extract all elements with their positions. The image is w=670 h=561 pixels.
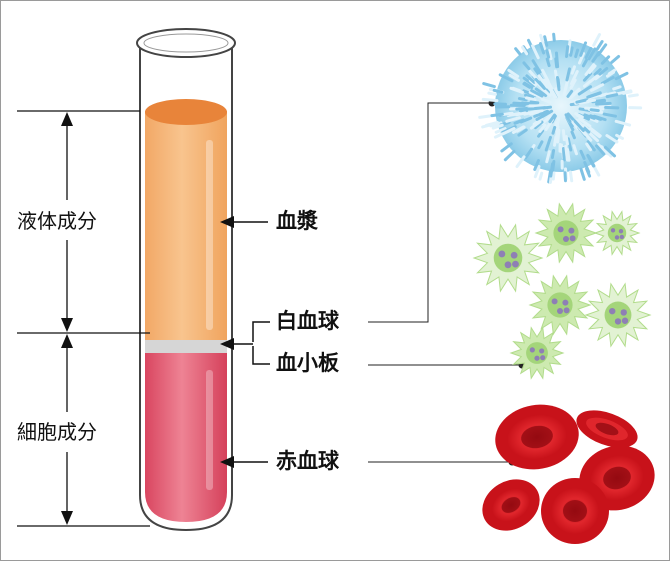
red-blood-cell-icon [482,404,655,544]
rbc-label: 赤血球 [276,449,339,473]
liquid-component-label: 液体成分 [17,209,97,233]
white-blood-cell-icon [478,32,643,184]
tube-rim [136,28,236,58]
buffy-coat-layer [145,340,227,354]
platelet-label: 血小板 [276,351,339,375]
red-cell-layer [145,353,227,522]
plasma-label: 血漿 [276,209,318,233]
volume-brackets [17,110,150,527]
test-tube [136,28,236,532]
tube-glass [139,44,233,532]
plasma-surface [145,99,227,125]
platelet-cluster-icon [472,202,652,380]
plasma-layer [145,111,227,341]
cellular-component-label: 細胞成分 [17,420,97,444]
tube-highlight [206,140,213,330]
wbc-label: 白血球 [276,309,339,333]
component-arrows [220,216,270,468]
